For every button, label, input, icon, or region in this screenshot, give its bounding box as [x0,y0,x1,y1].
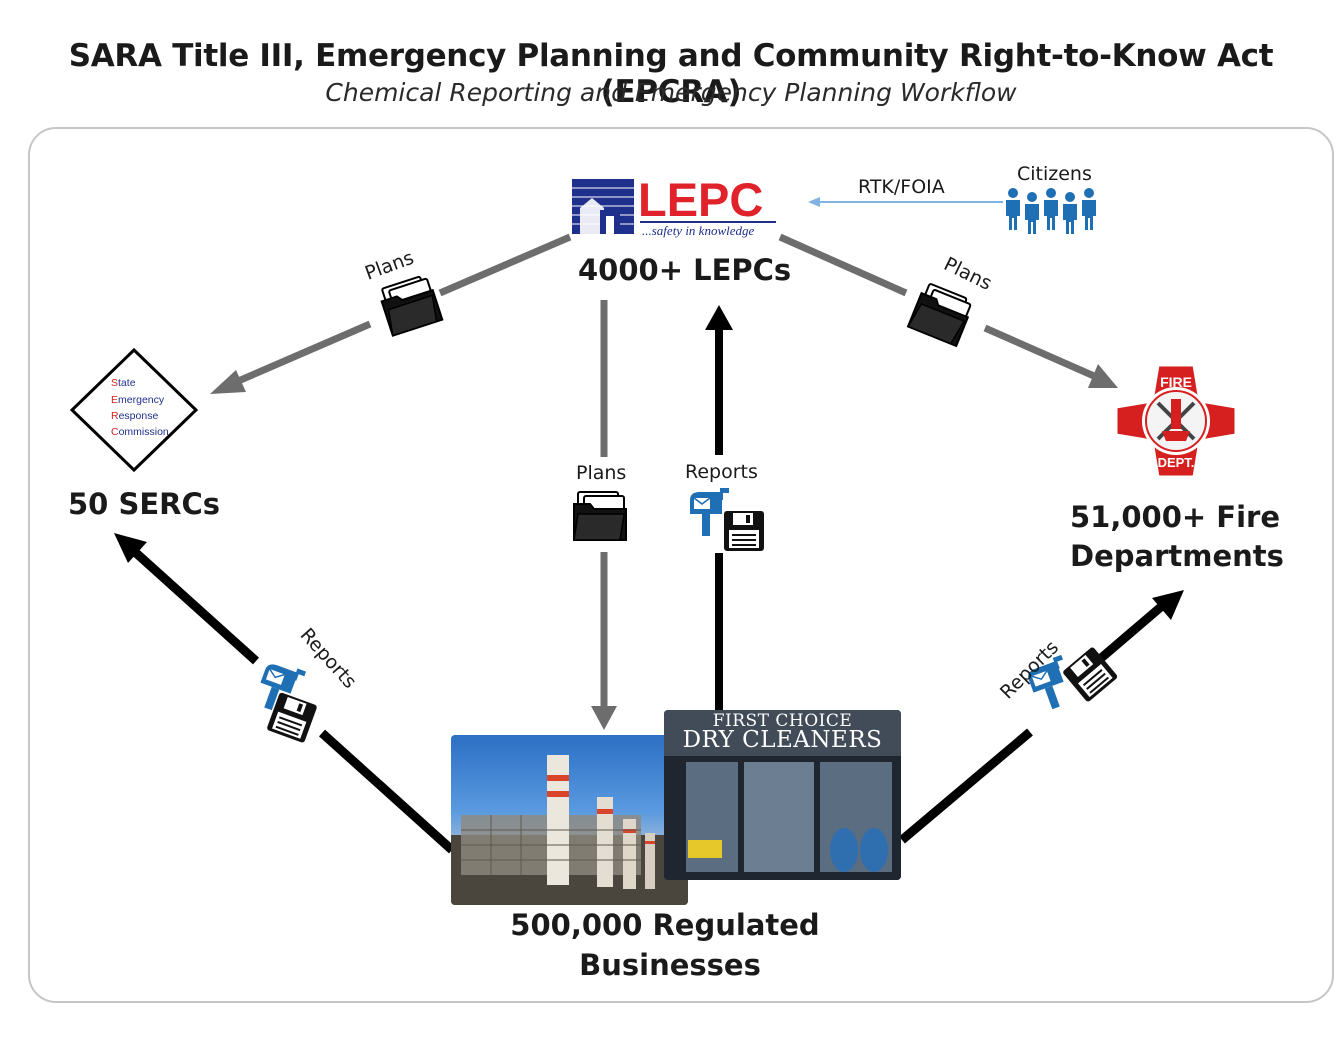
serc-rest-s: tate [118,377,136,389]
reports-to-fire-arrow [899,590,1184,844]
svg-text:Response: Response [111,410,158,422]
citizens-icon [1006,188,1096,234]
fire-dept-badge: FIRE DEPT. [1114,363,1238,479]
rtk-foia-arrowhead [808,197,820,207]
citizens-label: Citizens [1017,163,1092,185]
fire-dept-count-label-line1: 51,000+ Fire [1070,500,1281,534]
rtk-foia-label: RTK/FOIA [858,176,945,198]
business-count-label-line1: 500,000 Regulated [510,908,820,942]
reports-mailbox-icon-center [689,487,730,537]
serc-initial-e: E [111,394,118,406]
plans-to-business-label: Plans [576,462,627,484]
serc-initial-r: R [111,410,119,422]
plans-to-business-arrow [591,300,617,730]
plans-folder-icon-right [907,281,976,347]
plans-folder-icon-center [573,491,627,541]
serc-rest-r: esponse [119,410,159,422]
lepc-tagline: ...safety in knowledge [642,223,755,238]
power-plant-photo [451,735,688,905]
svg-text:Commission: Commission [111,426,169,438]
reports-disk-icon-center [723,510,765,552]
plans-to-fire-arrow [778,233,1118,388]
lepc-logo: LEPC ...safety in knowledge [572,173,776,238]
dry-cleaners-sign-line2: DRY CLEANERS [682,727,883,753]
serc-initial-c: C [111,426,119,438]
lepc-count-label: 4000+ LEPCs [578,253,792,287]
serc-count-label: 50 SERCs [68,487,221,521]
dry-cleaners-photo: FIRST CHOICE DRY CLEANERS [664,710,901,880]
business-count-label-line2: Businesses [579,948,761,982]
page-title: SARA Title III, Emergency Planning and C… [68,38,1274,110]
serc-rest-e: mergency [118,394,165,406]
serc-diamond: State Emergency Response Commission [69,347,199,473]
page-subtitle: Chemical Reporting and Emergency Plannin… [325,78,1017,107]
plans-folder-icon-left [377,272,444,337]
reports-to-lepc-arrow [705,305,733,712]
fire-badge-bottom-text: DEPT. [1158,455,1195,470]
fire-badge-top-text: FIRE [1160,374,1192,390]
serc-initial-s: S [111,377,118,389]
reports-to-serc-arrow [114,533,456,854]
svg-text:State: State [111,377,136,389]
reports-to-lepc-label: Reports [685,461,758,483]
svg-text:Emergency: Emergency [111,394,165,406]
plans-to-serc-arrow [210,233,572,394]
serc-rest-c: ommission [119,426,169,438]
diagram-frame [28,127,1334,1003]
fire-dept-count-label-line2: Departments [1070,539,1284,573]
dry-cleaners-sign-line1: FIRST CHOICE [712,711,853,731]
lepc-logo-text: LEPC [638,173,763,226]
